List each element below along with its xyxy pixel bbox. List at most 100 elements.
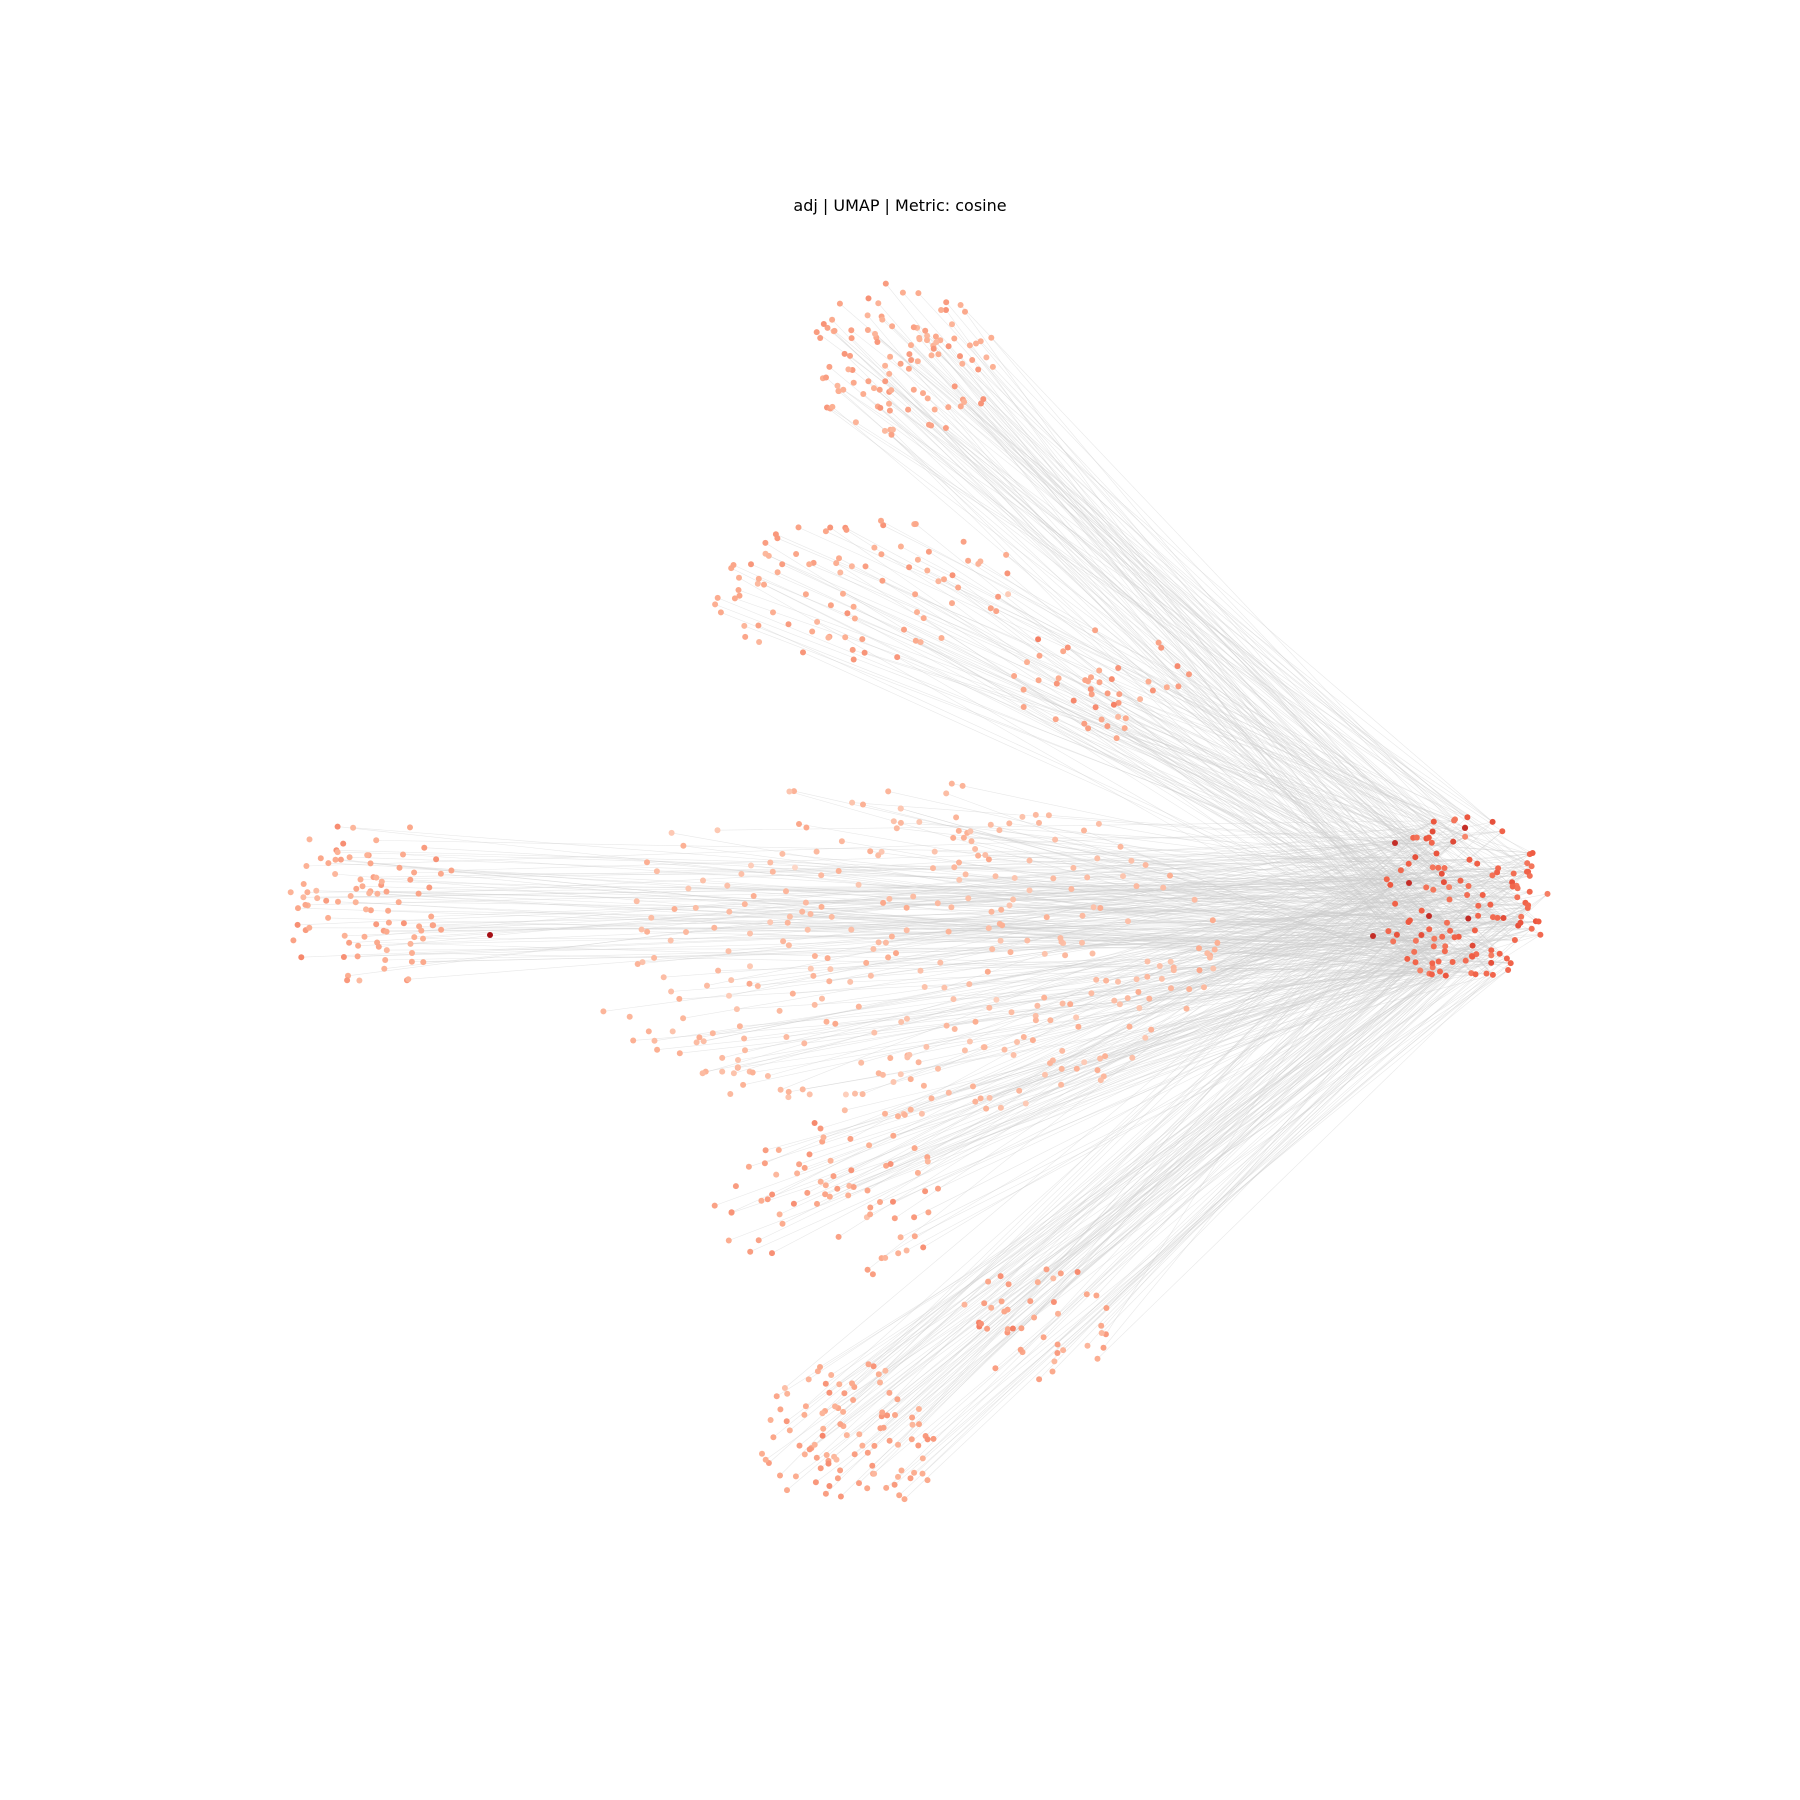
- node-point: [928, 422, 935, 429]
- node-point: [1010, 896, 1017, 903]
- node-point: [1092, 627, 1099, 634]
- edge: [854, 905, 1529, 1094]
- edge: [731, 567, 1448, 923]
- edge: [807, 867, 1433, 1194]
- node-point: [935, 351, 942, 358]
- node-point: [1404, 955, 1411, 962]
- node-point: [1469, 942, 1476, 949]
- edge: [350, 895, 1416, 942]
- node-point: [907, 1475, 914, 1482]
- edge: [784, 870, 1402, 1389]
- node-point: [1088, 990, 1095, 997]
- node-point: [975, 366, 982, 373]
- node-point: [993, 608, 1000, 615]
- edge: [894, 928, 1532, 1486]
- edge: [889, 880, 1461, 900]
- node-point: [754, 983, 761, 989]
- node-point: [314, 895, 321, 902]
- node-point: [856, 1480, 862, 1487]
- node-point: [779, 561, 786, 568]
- node-point: [1095, 820, 1102, 827]
- node-point: [1413, 834, 1420, 841]
- node-point: [733, 1006, 740, 1013]
- edge: [657, 962, 1492, 1050]
- edge: [881, 316, 1445, 883]
- node-point: [761, 1160, 768, 1167]
- node-point: [1113, 735, 1120, 742]
- node-point: [975, 560, 982, 567]
- node-point: [728, 977, 735, 984]
- node-point: [996, 827, 1003, 834]
- node-point: [893, 825, 900, 832]
- edge: [696, 871, 1528, 1043]
- edge: [948, 885, 1517, 932]
- node-point: [951, 864, 958, 871]
- node-point: [770, 609, 776, 616]
- node-point: [334, 823, 341, 830]
- node-point: [1036, 652, 1043, 659]
- node-point: [395, 899, 402, 906]
- node-point: [970, 1083, 976, 1090]
- edge: [328, 917, 1492, 951]
- edge: [816, 621, 1519, 926]
- edge: [355, 901, 1433, 964]
- edge: [862, 894, 1483, 1446]
- edge: [1114, 938, 1435, 1001]
- node-point: [813, 848, 820, 855]
- edge: [642, 902, 1526, 963]
- edge: [945, 427, 1508, 959]
- node-point: [898, 1019, 905, 1025]
- node-point: [764, 1196, 771, 1203]
- node-point: [755, 622, 762, 629]
- node-point: [875, 852, 882, 859]
- edge: [722, 881, 1444, 1059]
- node-point: [335, 898, 341, 905]
- node-point: [865, 378, 872, 385]
- node-point: [882, 1367, 889, 1374]
- edge: [948, 928, 1532, 1093]
- node-point: [895, 1250, 902, 1257]
- edge: [970, 831, 1519, 926]
- node-point: [906, 564, 913, 571]
- node-point: [818, 872, 825, 879]
- node-point: [850, 1184, 857, 1190]
- node-point: [931, 406, 938, 413]
- edge: [1010, 894, 1468, 953]
- node-point: [802, 899, 809, 906]
- node-point: [373, 921, 380, 928]
- edge: [861, 899, 1450, 1063]
- edge: [979, 841, 1454, 1327]
- edge: [934, 409, 1483, 896]
- edge: [1100, 907, 1522, 917]
- edge: [964, 916, 1522, 1305]
- node-point: [871, 1470, 878, 1477]
- edge: [656, 856, 1416, 872]
- node-point: [747, 930, 753, 937]
- node-point: [887, 1055, 894, 1061]
- edge: [864, 652, 1530, 855]
- edge: [859, 820, 1455, 1435]
- highlight-node-point: [1370, 933, 1376, 939]
- edge: [763, 584, 1492, 951]
- edge: [873, 863, 1478, 1474]
- node-point: [725, 948, 732, 955]
- node-point: [1464, 814, 1471, 821]
- edge: [729, 831, 1503, 912]
- node-point: [855, 1003, 862, 1010]
- edge: [900, 973, 1430, 1238]
- highlight-node-point: [1426, 913, 1432, 919]
- node-point: [1115, 699, 1122, 706]
- node-point: [405, 976, 412, 983]
- node-point: [1050, 1299, 1057, 1305]
- node-point: [738, 871, 745, 877]
- node-point: [1411, 948, 1418, 955]
- edge: [1033, 863, 1409, 1318]
- node-point: [953, 814, 960, 821]
- node-point: [882, 362, 889, 369]
- node-point: [357, 876, 364, 883]
- edge: [897, 656, 1433, 968]
- node-point: [337, 856, 344, 863]
- node-point: [862, 563, 869, 570]
- edge: [910, 867, 1445, 1110]
- edge: [777, 572, 1541, 935]
